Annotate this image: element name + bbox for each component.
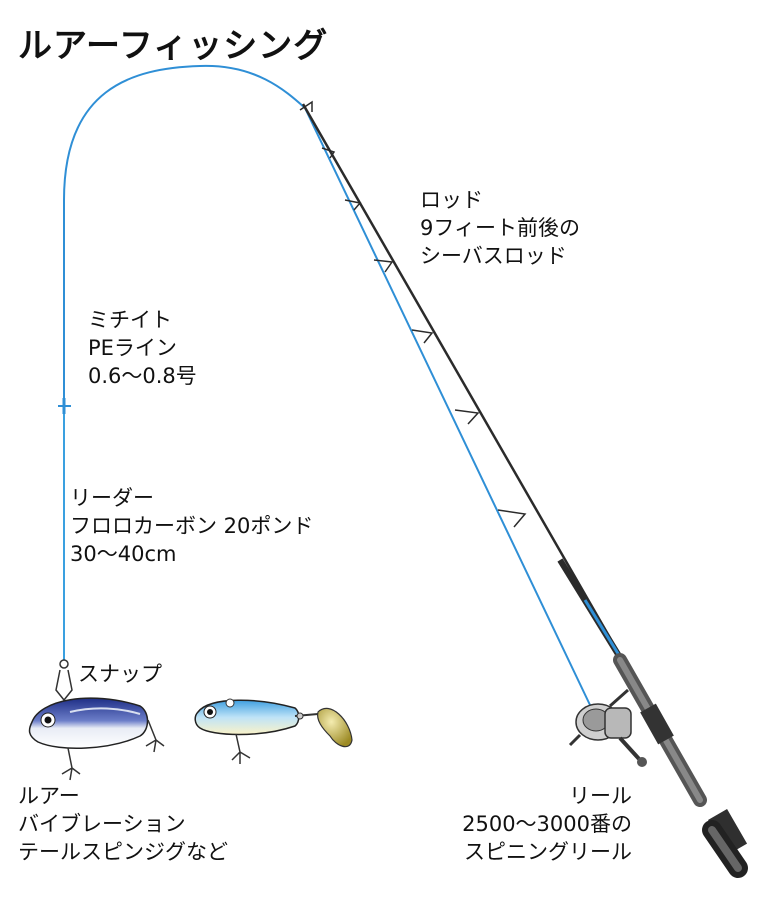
rod-guides xyxy=(299,100,527,528)
label-reel-1: リール xyxy=(569,784,632,808)
label-lure-3: テールスピンジグなど xyxy=(18,840,228,864)
label-reel-2: 2500〜3000番の xyxy=(462,812,632,836)
label-lure-2: バイブレーション xyxy=(18,812,186,836)
knot-marker xyxy=(58,398,71,414)
label-leader-1: リーダー xyxy=(70,486,154,510)
page-title: ルアーフィッシング xyxy=(18,26,329,66)
label-mainline-2: PEライン xyxy=(88,336,177,360)
label-lure-1: ルアー xyxy=(18,784,80,808)
label-mainline: ミチイト PEライン 0.6〜0.8号 xyxy=(88,306,197,390)
label-snap: スナップ xyxy=(78,662,162,686)
label-rod-2: 9フィート前後の xyxy=(420,216,580,240)
label-leader: リーダー フロロカーボン 20ポンド 30〜40cm xyxy=(70,484,313,568)
label-mainline-1: ミチイト xyxy=(88,308,172,332)
spinning-reel xyxy=(568,688,647,767)
rod-blank xyxy=(301,103,642,691)
label-leader-2: フロロカーボン 20ポンド xyxy=(70,514,314,538)
label-leader-3: 30〜40cm xyxy=(70,542,177,566)
rod-handle xyxy=(613,653,748,878)
label-rod-1: ロッド xyxy=(420,188,483,212)
lure-tailspin xyxy=(194,698,353,764)
spinner-blade xyxy=(317,707,353,748)
lure-vibration xyxy=(28,697,165,781)
label-reel: リール 2500〜3000番の スピニングリール xyxy=(462,782,632,866)
label-rod-3: シーバスロッド xyxy=(420,244,567,268)
snap xyxy=(55,659,73,702)
label-rod: ロッド 9フィート前後の シーバスロッド xyxy=(420,186,580,270)
main-line xyxy=(63,64,591,706)
label-mainline-3: 0.6〜0.8号 xyxy=(88,364,197,388)
label-lure: ルアー バイブレーション テールスピンジグなど xyxy=(18,782,228,866)
label-reel-3: スピニングリール xyxy=(464,840,632,864)
